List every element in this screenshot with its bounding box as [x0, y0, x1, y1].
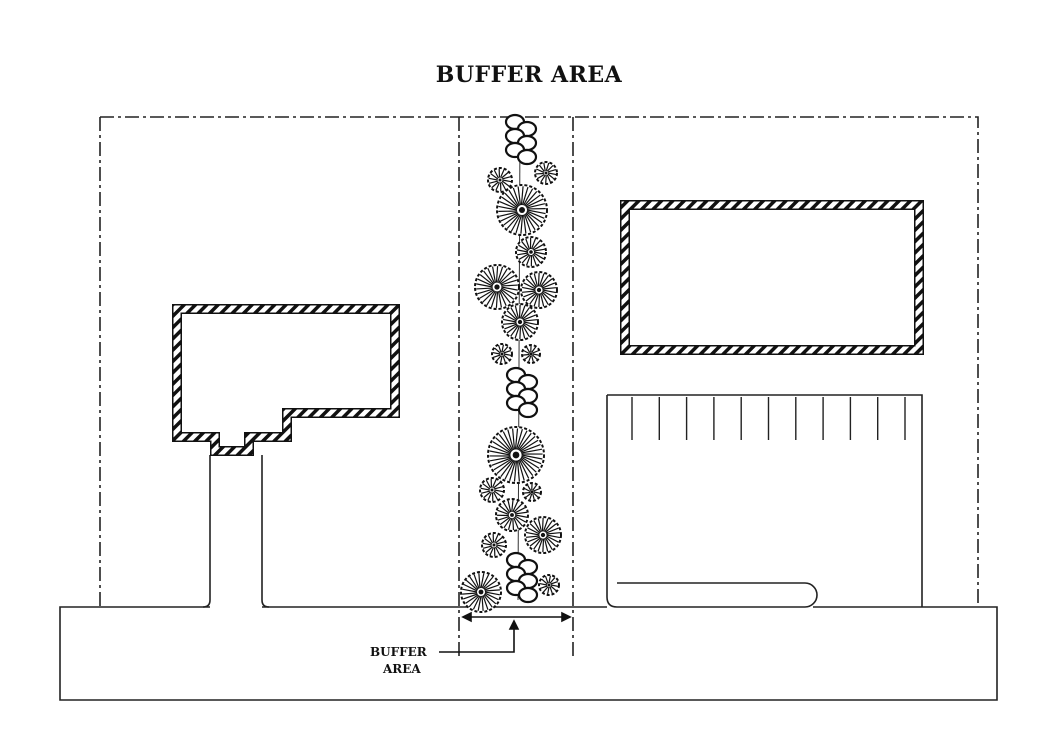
shrub-icon	[504, 113, 538, 166]
tree-icon	[538, 574, 560, 596]
buffer-vegetation	[460, 113, 562, 613]
diagram-title: BUFFER AREA	[435, 62, 623, 88]
tree-icon	[491, 343, 513, 365]
parking-lot	[606, 394, 923, 608]
road	[59, 606, 998, 701]
tree-icon	[495, 498, 529, 532]
tree-icon	[487, 426, 545, 484]
tree-icon	[515, 236, 547, 268]
property-line	[99, 116, 979, 607]
buffer-width-dimension	[439, 611, 572, 653]
building-left	[172, 304, 400, 456]
tree-icon	[474, 264, 520, 310]
shrub-icon	[505, 366, 539, 419]
tree-icon	[524, 516, 562, 554]
tree-icon	[487, 167, 513, 193]
tree-icon	[481, 532, 507, 558]
driveway-left	[202, 455, 270, 608]
building-right	[620, 200, 924, 355]
tree-icon	[534, 161, 558, 185]
tree-icon	[496, 184, 548, 236]
buffer-label-line1: BUFFER	[370, 645, 428, 659]
tree-icon	[520, 271, 558, 309]
tree-icon	[460, 571, 502, 613]
tree-icon	[522, 482, 542, 502]
tree-icon	[501, 303, 539, 341]
parking-stalls	[631, 397, 906, 440]
buffer-label-line2: AREA	[382, 662, 421, 676]
tree-icon	[479, 477, 505, 503]
shrub-icon	[505, 551, 539, 604]
tree-icon	[521, 344, 541, 364]
